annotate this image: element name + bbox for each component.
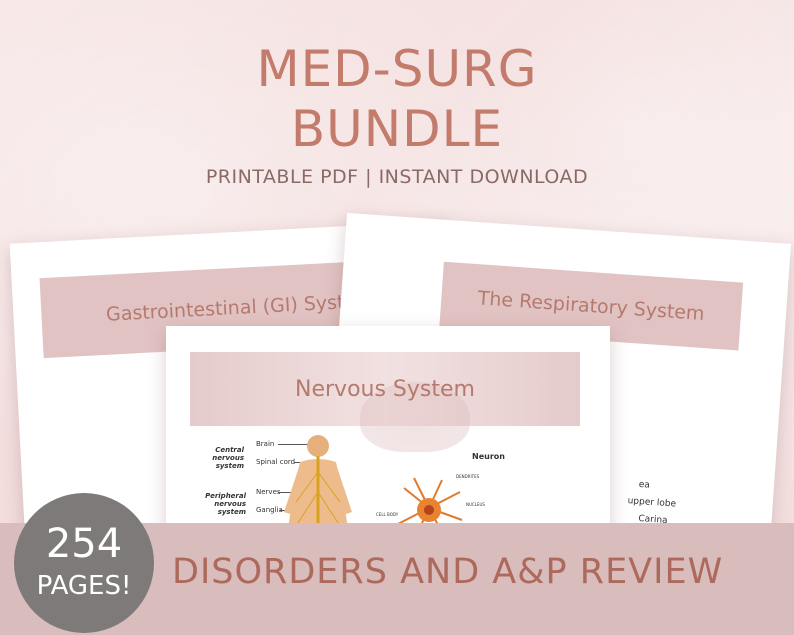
title-line-2: BUNDLE — [290, 100, 504, 158]
neuron-title: Neuron — [472, 452, 505, 461]
subtitle: PRINTABLE PDF | INSTANT DOWNLOAD — [205, 166, 589, 188]
nucleus-label: NUCLEUS — [466, 502, 485, 507]
page-count-number: 254 — [45, 521, 123, 567]
brain-image — [360, 382, 470, 452]
cell-body-label: CELL BODY — [376, 512, 399, 517]
brain-leader — [278, 444, 314, 445]
nervous-page-title: Nervous System — [295, 376, 475, 402]
page-count-badge: 254 PAGES! — [14, 493, 154, 633]
brain-label: Brain — [256, 440, 275, 448]
title-line-1: MED-SURG — [256, 40, 538, 98]
respiratory-snippet: ea — [638, 479, 651, 491]
dendrites-label: DENDRITES — [456, 474, 480, 479]
nervous-page-banner: Nervous System — [190, 352, 580, 452]
central-ns-label: Central nervous system — [212, 446, 244, 470]
nerves-label: Nerves — [256, 488, 281, 496]
footer-text: DISORDERS AND A&P REVIEW — [172, 552, 724, 592]
spinal-cord-label: Spinal cord — [256, 458, 296, 466]
peripheral-ns-label: Peripheral nervous system — [205, 492, 246, 516]
respiratory-snippet: upper lobe — [627, 496, 677, 510]
ganglia-label: Ganglia — [256, 506, 283, 514]
page-count-label: PAGES! — [36, 571, 132, 601]
neuron-illustration — [397, 477, 463, 536]
nervous-page-preview: Nervous System Central nervous system Br… — [166, 326, 610, 586]
